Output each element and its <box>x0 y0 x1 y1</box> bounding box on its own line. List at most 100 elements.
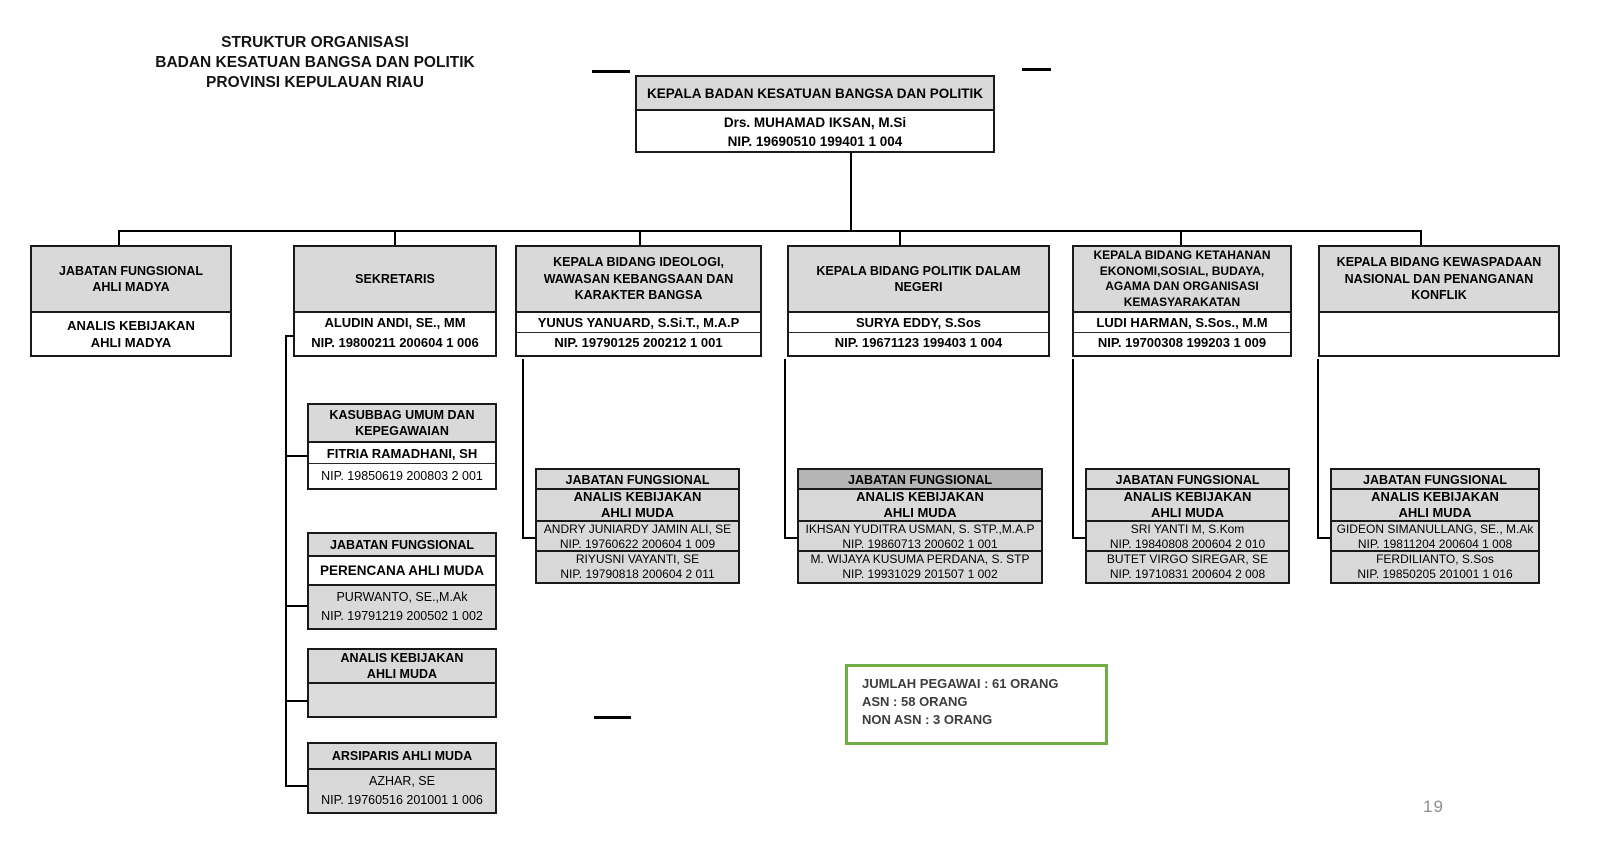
person-nip: NIP. 19860713 200602 1 001 <box>842 537 998 551</box>
connector-line <box>285 335 294 337</box>
sekretaris-title: SEKRETARIS <box>295 247 495 313</box>
jf-ideologi-header: JABATAN FUNGSIONAL <box>537 470 738 490</box>
box-bidang-politik: KEPALA BIDANG POLITIK DALAM NEGERI SURYA… <box>787 245 1050 357</box>
bidang-politik-title: KEPALA BIDANG POLITIK DALAM NEGERI <box>789 247 1048 313</box>
connector-line <box>285 455 307 457</box>
bidang-politik-body: SURYA EDDY, S.Sos NIP. 19671123 199403 1… <box>789 313 1048 355</box>
perencana-subtitle: PERENCANA AHLI MUDA <box>309 557 495 586</box>
person-nip: NIP. 19760622 200604 1 009 <box>559 537 716 551</box>
box-jf-kewaspadaan: JABATAN FUNGSIONAL ANALIS KEBIJAKAN AHLI… <box>1330 468 1540 584</box>
sekretaris-nip: NIP. 19800211 200604 1 006 <box>311 335 479 350</box>
dash-line-top-right <box>1022 68 1051 71</box>
person-name: M. WIJAYA KUSUMA PERDANA, S. STP <box>810 552 1030 566</box>
jf-ketahanan-person-1: SRI YANTI M, S.Kom NIP. 19840808 200604 … <box>1087 522 1288 552</box>
person-name: SRI YANTI M, S.Kom <box>1130 522 1245 536</box>
person-nip: NIP. 19931029 201507 1 002 <box>842 567 998 581</box>
jf-politik-person-2: M. WIJAYA KUSUMA PERDANA, S. STP NIP. 19… <box>799 552 1041 582</box>
box-bidang-ideologi: KEPALA BIDANG IDEOLOGI, WAWASAN KEBANGSA… <box>515 245 762 357</box>
perencana-nip: NIP. 19791219 200502 1 002 <box>321 609 483 623</box>
perencana-name: PURWANTO, SE.,M.Ak <box>336 590 468 604</box>
connector-line <box>285 335 287 787</box>
connector-line <box>118 230 1422 232</box>
person-name: RIYUSNI VAYANTI, SE <box>575 552 700 566</box>
bidang-politik-nip: NIP. 19671123 199403 1 004 <box>834 335 1003 350</box>
connector-line <box>1317 537 1331 539</box>
box-sekretaris: SEKRETARIS ALUDIN ANDI, SE., MM NIP. 198… <box>293 245 497 357</box>
box-jf-ketahanan: JABATAN FUNGSIONAL ANALIS KEBIJAKAN AHLI… <box>1085 468 1290 584</box>
arsiparis-title: ARSIPARIS AHLI MUDA <box>309 744 495 770</box>
jf-kewaspadaan-header: JABATAN FUNGSIONAL <box>1332 470 1538 490</box>
kepala-nip: NIP. 19690510 199401 1 004 <box>727 134 903 149</box>
employee-summary-box: JUMLAH PEGAWAI : 61 ORANG ASN : 58 ORANG… <box>845 664 1108 745</box>
page-title: STRUKTUR ORGANISASI BADAN KESATUAN BANGS… <box>155 34 475 91</box>
connector-line <box>1317 359 1319 539</box>
box-fungsional-ahli-madya: JABATAN FUNGSIONAL AHLI MADYA ANALIS KEB… <box>30 245 232 357</box>
bidang-politik-name: SURYA EDDY, S.Sos <box>789 313 1048 333</box>
jf-kewaspadaan-person-2: FERDILIANTO, S.Sos NIP. 19850205 201001 … <box>1332 552 1538 582</box>
jf-ketahanan-subtitle: ANALIS KEBIJAKAN AHLI MUDA <box>1087 489 1288 522</box>
box-kepala-badan: KEPALA BADAN KESATUAN BANGSA DAN POLITIK… <box>635 75 995 153</box>
analis-muda-title: ANALIS KEBIJAKAN AHLI MUDA <box>309 650 495 684</box>
kasubbag-name: FITRIA RAMADHANI, SH <box>309 443 495 464</box>
fungsional-madya-body: ANALIS KEBIJAKAN AHLI MADYA <box>67 318 195 350</box>
box-kasubbag-umum: KASUBBAG UMUM DAN KEPEGAWAIAN FITRIA RAM… <box>307 403 497 490</box>
dash-line-top-left <box>592 70 630 73</box>
person-nip: NIP. 19840808 200604 2 010 <box>1109 537 1266 551</box>
bidang-ideologi-body: YUNUS YANUARD, S.Si.T., M.A.P NIP. 19790… <box>517 313 760 355</box>
person-name: IKHSAN YUDITRA USMAN, S. STP.,M.A.P <box>805 522 1035 536</box>
bidang-ideologi-nip: NIP. 19790125 200212 1 001 <box>554 335 723 350</box>
jf-politik-subtitle: ANALIS KEBIJAKAN AHLI MUDA <box>799 489 1041 522</box>
jf-politik-header: JABATAN FUNGSIONAL <box>799 470 1041 490</box>
person-nip: NIP. 19850205 201001 1 016 <box>1357 567 1513 581</box>
connector-line <box>850 153 852 230</box>
connector-line <box>522 359 524 539</box>
jf-ketahanan-header: JABATAN FUNGSIONAL <box>1087 470 1288 490</box>
box-perencana-ahli-muda: JABATAN FUNGSIONAL PERENCANA AHLI MUDA P… <box>307 532 497 630</box>
connector-line <box>285 785 307 787</box>
bidang-ketahanan-title: KEPALA BIDANG KETAHANAN EKONOMI,SOSIAL, … <box>1074 247 1290 313</box>
person-name: FERDILIANTO, S.Sos <box>1376 552 1494 566</box>
person-nip: NIP. 19710831 200604 2 008 <box>1109 567 1266 581</box>
box-kepala-badan-title: KEPALA BADAN KESATUAN BANGSA DAN POLITIK <box>637 77 993 111</box>
kepala-name: Drs. MUHAMAD IKSAN, M.Si <box>723 115 907 130</box>
connector-line <box>639 230 641 247</box>
jf-ketahanan-person-2: BUTET VIRGO SIREGAR, SE NIP. 19710831 20… <box>1087 552 1288 582</box>
person-nip: NIP. 19790818 200604 2 011 <box>560 567 715 581</box>
person-name: ANDRY JUNIARDY JAMIN ALI, SE <box>543 522 732 536</box>
summary-non-asn: NON ASN : 3 ORANG <box>862 712 993 727</box>
connector-line <box>1180 230 1182 247</box>
arsiparis-person: AZHAR, SE NIP. 19760516 201001 1 006 <box>309 770 495 812</box>
bidang-ketahanan-nip: NIP. 19700308 199203 1 009 <box>1097 335 1267 350</box>
jf-ideologi-person-1: ANDRY JUNIARDY JAMIN ALI, SE NIP. 197606… <box>537 522 738 552</box>
sekretaris-name: ALUDIN ANDI, SE., MM <box>324 315 466 330</box>
sekretaris-body: ALUDIN ANDI, SE., MM NIP. 19800211 20060… <box>295 313 495 355</box>
bidang-ketahanan-name: LUDI HARMAN, S.Sos., M.M <box>1074 313 1290 333</box>
box-bidang-ketahanan: KEPALA BIDANG KETAHANAN EKONOMI,SOSIAL, … <box>1072 245 1292 357</box>
jf-kewaspadaan-person-1: GIDEON SIMANULLANG, SE., M.Ak NIP. 19811… <box>1332 522 1538 552</box>
connector-line <box>394 230 396 247</box>
jf-kewaspadaan-subtitle: ANALIS KEBIJAKAN AHLI MUDA <box>1332 489 1538 522</box>
connector-line <box>522 537 536 539</box>
person-name: GIDEON SIMANULLANG, SE., M.Ak <box>1336 522 1534 536</box>
connector-line <box>285 700 307 702</box>
connector-line <box>784 359 786 539</box>
perencana-person: PURWANTO, SE.,M.Ak NIP. 19791219 200502 … <box>309 586 495 628</box>
person-name: BUTET VIRGO SIREGAR, SE <box>1106 552 1269 566</box>
fungsional-madya-title: JABATAN FUNGSIONAL AHLI MADYA <box>32 247 230 313</box>
jf-ideologi-subtitle: ANALIS KEBIJAKAN AHLI MUDA <box>537 489 738 522</box>
connector-line <box>118 230 120 247</box>
kasubbag-title: KASUBBAG UMUM DAN KEPEGAWAIAN <box>309 405 495 443</box>
box-jf-ideologi: JABATAN FUNGSIONAL ANALIS KEBIJAKAN AHLI… <box>535 468 740 584</box>
connector-line <box>899 230 901 247</box>
jf-ideologi-person-2: RIYUSNI VAYANTI, SE NIP. 19790818 200604… <box>537 552 738 582</box>
connector-line <box>1072 359 1074 539</box>
arsiparis-nip: NIP. 19760516 201001 1 006 <box>321 793 483 807</box>
box-analis-kebijakan-ahli-muda: ANALIS KEBIJAKAN AHLI MUDA <box>307 648 497 718</box>
box-jf-politik: JABATAN FUNGSIONAL ANALIS KEBIJAKAN AHLI… <box>797 468 1043 584</box>
perencana-header: JABATAN FUNGSIONAL <box>309 534 495 557</box>
bidang-kewaspadaan-title: KEPALA BIDANG KEWASPADAAN NASIONAL DAN P… <box>1320 247 1558 313</box>
box-bidang-kewaspadaan: KEPALA BIDANG KEWASPADAAN NASIONAL DAN P… <box>1318 245 1560 357</box>
connector-line <box>1072 537 1086 539</box>
analis-muda-empty-body <box>309 684 495 716</box>
person-nip: NIP. 19811204 200604 1 008 <box>1357 537 1513 551</box>
